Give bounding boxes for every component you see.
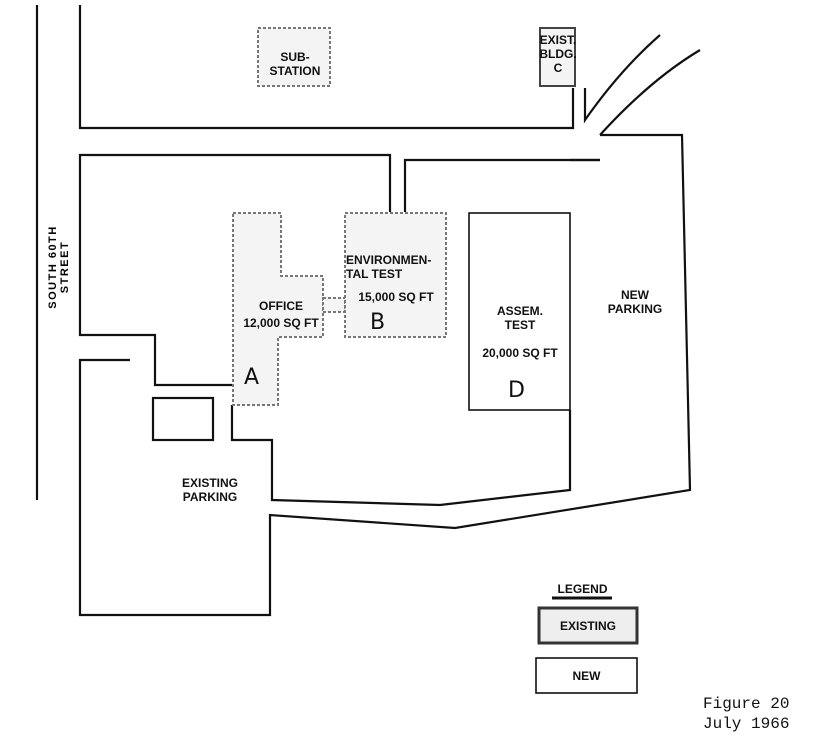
office-building xyxy=(232,212,324,406)
inner-road-edge xyxy=(230,158,600,507)
figure-number: Figure 20 xyxy=(703,695,790,713)
substation-building xyxy=(257,27,331,87)
assem-test-name: ASSEM. TEST xyxy=(496,304,543,332)
office-mark: A xyxy=(244,365,260,390)
driveway-curve-inner xyxy=(583,34,661,124)
assem-test-mark: D xyxy=(508,378,525,403)
outer-road-edge xyxy=(78,133,692,617)
office-name: OFFICE xyxy=(259,299,303,313)
top-road-edge xyxy=(78,5,575,130)
environmental-test-building xyxy=(344,212,447,338)
env-test-area: 15,000 SQ FT xyxy=(358,290,434,304)
exist-bldg-c-label: EXIST. BLDG. C xyxy=(539,33,577,75)
new-parking-label: NEW PARKING xyxy=(607,288,663,316)
env-test-mark: B xyxy=(370,310,386,335)
central-road-edge xyxy=(78,153,392,387)
env-test-name: ENVIRONMEN- TAL TEST xyxy=(346,253,432,281)
building-connector xyxy=(322,297,346,313)
assem-test-building xyxy=(468,212,571,411)
legend-existing-swatch xyxy=(537,606,639,645)
assem-test-area: 20,000 SQ FT xyxy=(482,346,558,360)
legend-new-label: NEW xyxy=(572,669,601,683)
driveway-curve-outer xyxy=(599,49,701,136)
office-area: 12,000 SQ FT xyxy=(243,316,319,330)
legend-title: LEGEND xyxy=(557,582,608,596)
legend-new-swatch xyxy=(535,657,638,694)
figure-date: July 1966 xyxy=(703,715,790,733)
parking-island xyxy=(151,396,215,442)
existing-parking-label: EXISTING PARKING xyxy=(181,476,238,504)
central-road-edge-right xyxy=(403,158,600,212)
street-label: SOUTH 60TH STREET xyxy=(47,225,71,309)
legend-existing-label: EXISTING xyxy=(559,619,616,633)
substation-label: SUB- STATION xyxy=(269,50,321,78)
exist-bldg-c xyxy=(539,27,576,87)
